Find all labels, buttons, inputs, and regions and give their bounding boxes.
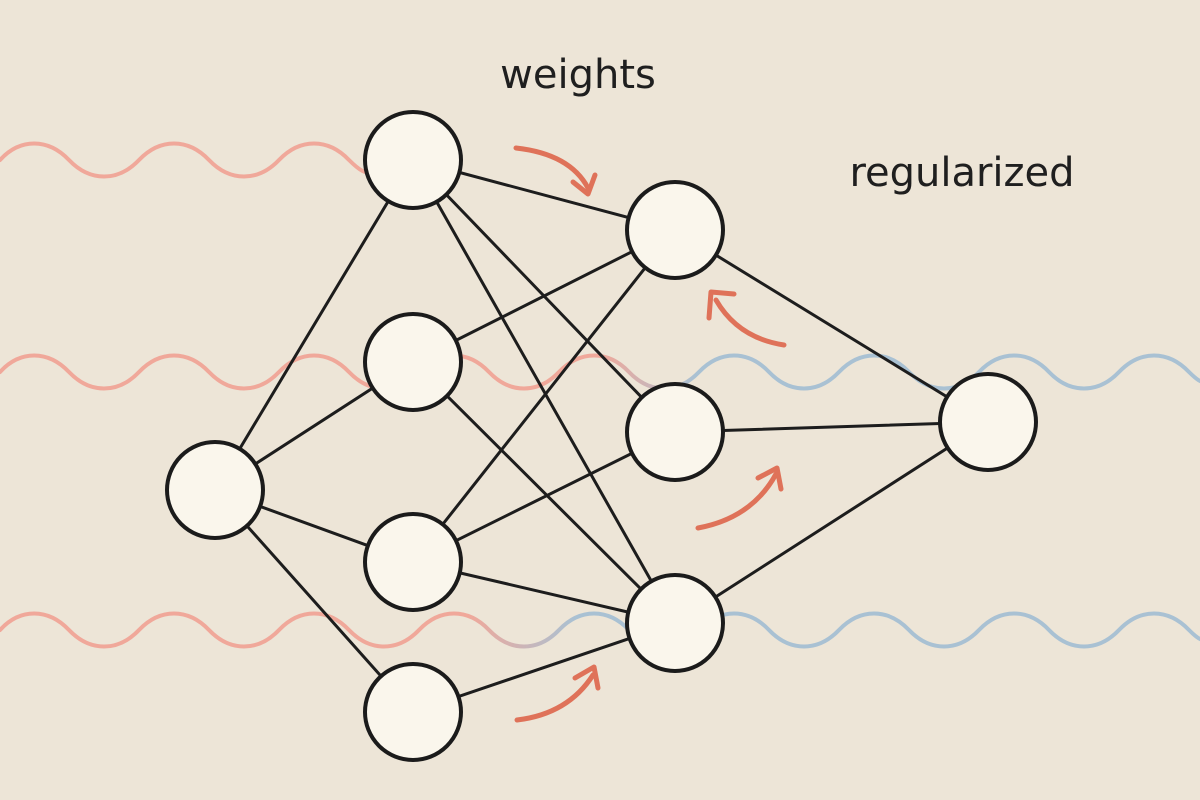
wave-middle <box>0 353 1200 391</box>
edge-h2b-output <box>673 420 990 434</box>
arrow-bottom <box>514 664 601 723</box>
edge-h1c-h2a <box>411 228 677 564</box>
label-weights: weights <box>500 52 656 98</box>
arrow-middle-left <box>706 289 787 348</box>
arrow-middle-right <box>695 465 784 531</box>
arrow-top <box>513 145 598 197</box>
hidden2-node-b <box>625 382 725 482</box>
edge-h2a-output <box>673 228 990 424</box>
hidden1-node-c <box>363 512 463 612</box>
hidden2-node-c <box>625 573 725 673</box>
output-node <box>938 372 1038 472</box>
edge-h1b-h2c <box>411 360 677 625</box>
hidden1-node-b <box>363 312 463 412</box>
wave-bottom <box>0 611 1200 649</box>
hidden2-node-a <box>625 180 725 280</box>
input-node <box>165 440 265 540</box>
wave-top <box>0 141 374 179</box>
edge-input-h1a <box>213 158 415 492</box>
label-regularized: regularized <box>849 150 1074 196</box>
edge-h1a-h2c <box>411 158 677 625</box>
hidden1-node-a <box>363 110 463 210</box>
edge-h2c-output <box>673 420 990 625</box>
hidden1-node-d <box>363 662 463 762</box>
